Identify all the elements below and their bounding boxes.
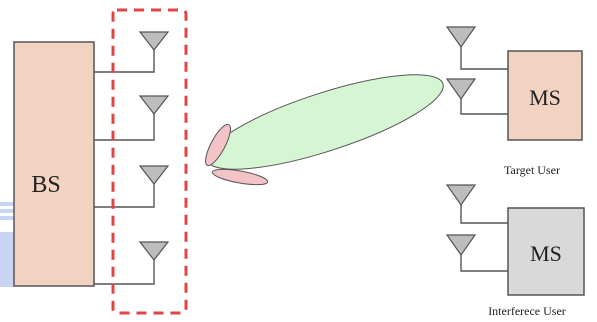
antenna-icon xyxy=(447,235,475,255)
target-user-antennas xyxy=(447,27,508,114)
antenna-array-frame xyxy=(113,10,186,313)
antenna-icon xyxy=(447,185,475,205)
interference-user-antennas xyxy=(447,185,508,271)
beam-pattern xyxy=(198,56,452,188)
antenna-icon xyxy=(447,79,475,99)
main-lobe xyxy=(198,56,452,188)
antenna-icon xyxy=(140,32,168,50)
watermark-stripes xyxy=(0,202,14,287)
interference-ms-label: MS xyxy=(530,241,562,266)
target-ms-label: MS xyxy=(529,85,561,110)
antenna-icon xyxy=(140,242,168,260)
antenna-icon xyxy=(140,166,168,184)
antenna-icon xyxy=(447,27,475,47)
target-user-caption: Target User xyxy=(504,163,560,177)
antenna-icon xyxy=(140,96,168,114)
bs-label: BS xyxy=(31,172,60,198)
interference-user-caption: Interferece User xyxy=(488,304,566,318)
bs-box xyxy=(14,42,94,286)
